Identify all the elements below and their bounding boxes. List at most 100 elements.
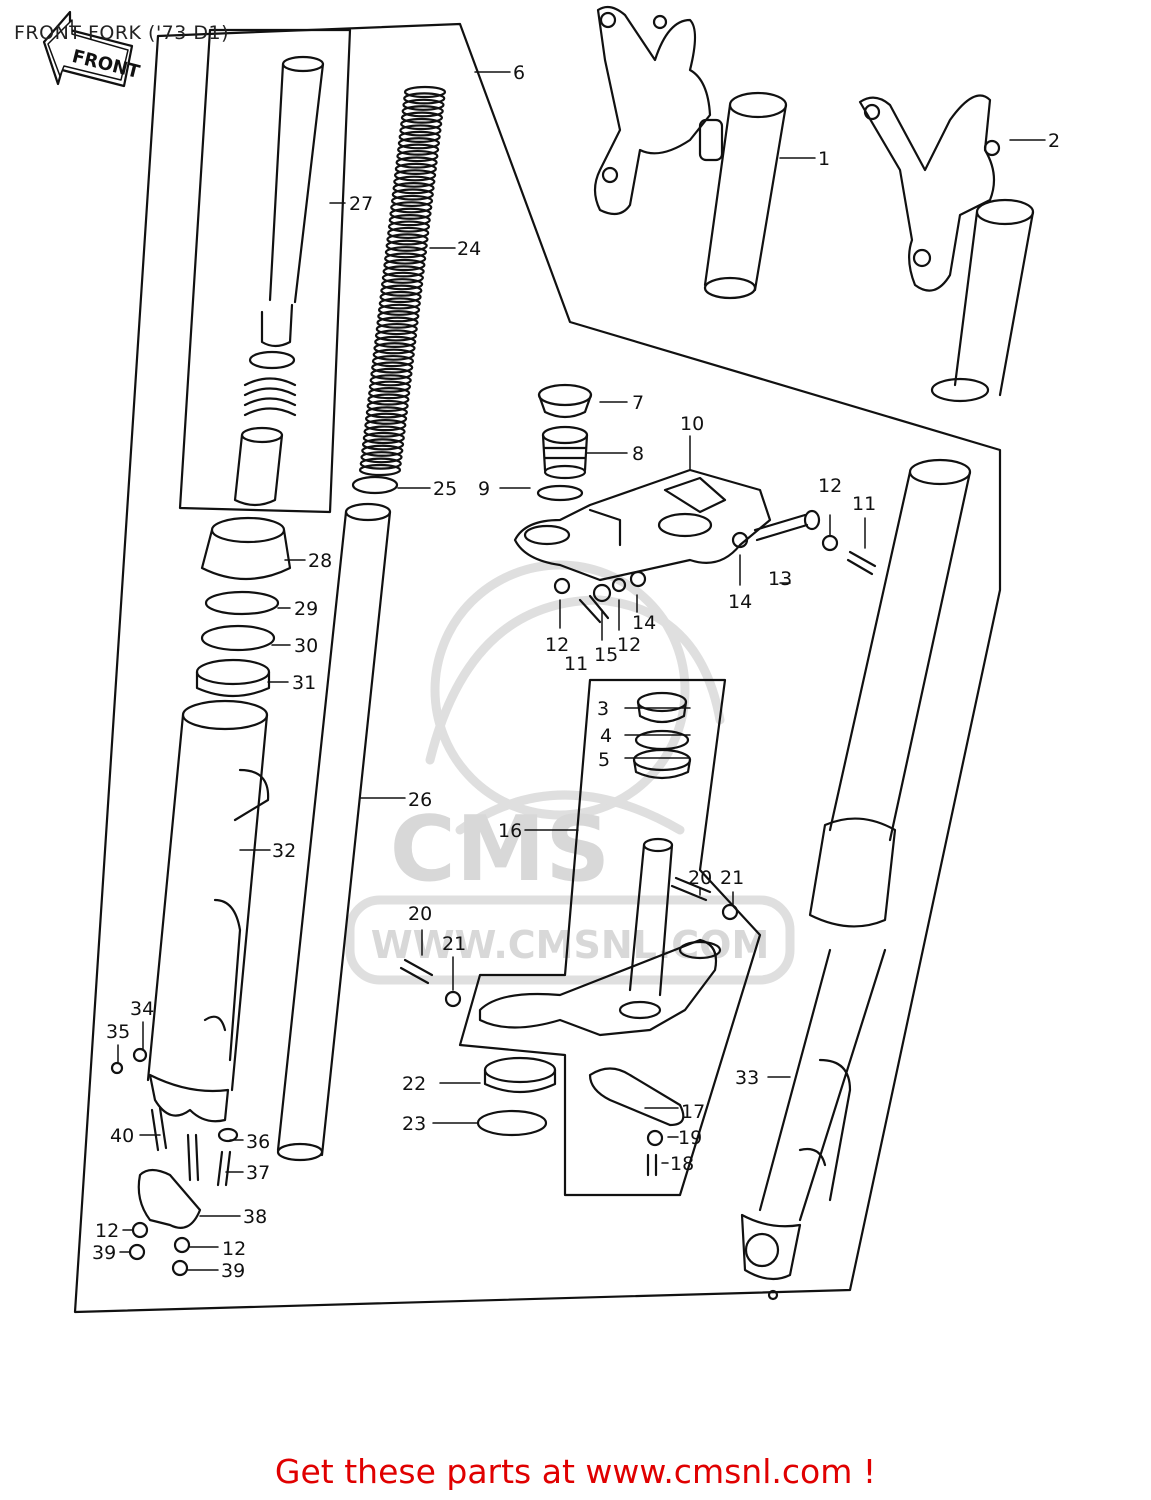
inner-tube-26 [276,502,392,1162]
nut-21-right [721,903,739,921]
spring-coil [403,85,447,99]
spring-coil [391,188,434,201]
spring-coil [397,137,440,150]
spring-coil [397,143,440,156]
spring-coil [386,233,429,246]
callout-18: 18 [670,1153,694,1175]
callout-6: 6 [513,62,525,84]
cap-7 [537,383,593,419]
callout-1: 1 [818,148,830,170]
spring-coil [376,316,419,329]
callout-11-right: 11 [852,493,876,515]
assembly-boundary-6 [73,22,1002,1314]
front-arrow-icon [42,10,134,88]
bolt-20-right [670,876,712,902]
bearing-race-4 [634,729,690,751]
spring-coil [363,425,406,438]
bolt-18 [646,1153,658,1177]
callout-28: 28 [308,550,332,572]
spring-coil [368,380,412,393]
spring-coil [374,329,418,342]
callout-38: 38 [243,1206,267,1228]
fork-right-33 [740,458,972,1301]
footer-promo-text[interactable]: Get these parts at www.cmsnl.com ! [274,1452,877,1491]
callout-20-left: 20 [408,903,432,925]
callout-30: 30 [294,635,318,657]
callout-40: 40 [110,1125,134,1147]
washer-12-mid [611,577,627,593]
watermark-url: WWW.CMSNL.COM [371,923,770,967]
callout-12-left: 12 [545,634,569,656]
o-ring-9 [536,484,584,502]
callout-29: 29 [294,598,318,620]
spring-coil [382,265,425,278]
spring-coil [400,111,444,124]
spring-seat-25 [351,475,399,495]
leader-lines [117,71,1046,1271]
bolt-11-right [846,550,877,576]
spring-coil [390,194,434,208]
callout-12-mid: 12 [617,634,641,656]
spring-coil [361,438,405,451]
callout-5: 5 [598,749,610,771]
callout-12-bottom-left: 12 [95,1220,119,1242]
damper-rod-27 [233,55,325,507]
spring-coil [403,92,446,105]
callout-33: 33 [735,1067,759,1089]
spring-coil [393,175,436,188]
spring-coil [365,412,408,425]
spring-coil [367,393,410,406]
callout-32: 32 [272,840,296,862]
spring-coil [375,322,418,336]
outer-tube-left-32 [146,699,270,1123]
spring-coil [387,226,430,240]
spring-coil [371,354,415,368]
callout-9: 9 [478,478,490,500]
callout-labels: 1 2 3 4 5 6 7 8 9 10 11 11 12 12 12 12 1… [92,62,1060,1282]
spring-coil [372,348,415,361]
spring-coil [389,207,432,220]
callout-13: 13 [768,568,792,590]
callout-16: 16 [498,820,522,842]
oil-seal-31 [195,658,271,698]
stem-boundary [458,678,762,1197]
spring-coil [396,149,439,163]
washer-12-right [821,534,839,552]
callout-25: 25 [433,478,457,500]
callout-14-mid: 14 [632,612,656,634]
spring-coil [371,361,414,374]
spring-coil [381,271,424,284]
bolt-13 [753,509,821,542]
callout-31: 31 [292,672,316,694]
callout-4: 4 [600,725,612,747]
callout-22: 22 [402,1073,426,1095]
callout-7: 7 [632,392,644,414]
callout-17: 17 [681,1101,705,1123]
axle-clamp-hardware [110,1047,239,1277]
seal-23 [476,1109,548,1137]
watermark-brand: CMS [390,797,610,902]
spring-coil [388,214,431,227]
cap-15 [592,583,612,603]
callout-21-right: 21 [720,867,744,889]
callout-19: 19 [678,1127,702,1149]
spring-coil [393,169,437,182]
spring-coil [377,303,421,316]
callout-26: 26 [408,789,432,811]
spring-coil [369,374,412,387]
callout-34: 34 [130,998,154,1020]
bolt-11-left [578,594,610,624]
headlight-bracket-right [858,94,1035,403]
spring-coil [401,105,444,118]
callout-11-left: 11 [564,653,588,675]
callout-20-right: 20 [688,867,712,889]
spring-coil [399,124,442,137]
stem-under-bracket-16 [478,837,722,1037]
spring-coil [360,451,403,464]
callout-12-right: 12 [818,475,842,497]
bearing-5 [632,748,692,780]
spring-coil [385,239,428,252]
spring-coil [362,431,405,445]
spring-coil [383,258,426,272]
callout-10: 10 [680,413,704,435]
